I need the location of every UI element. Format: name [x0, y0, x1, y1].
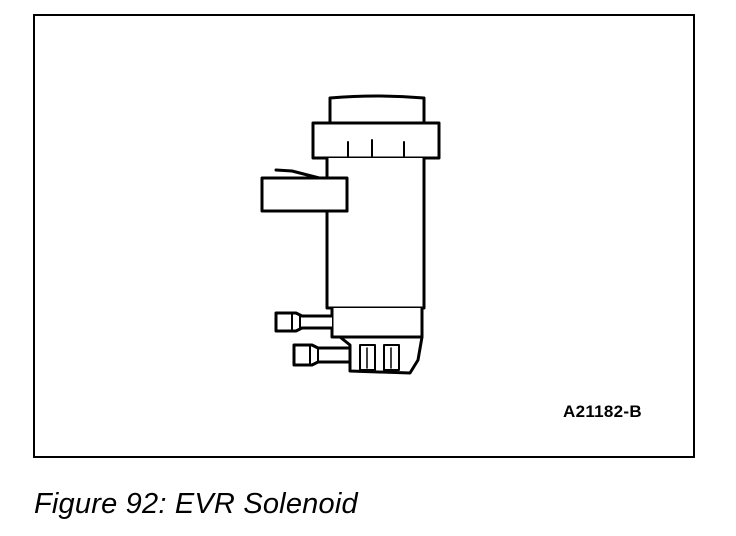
solenoid-base	[330, 306, 424, 339]
figure-reference-code: A21182-B	[563, 402, 642, 421]
vacuum-port-upper	[274, 311, 334, 333]
electrical-connector	[338, 335, 424, 375]
mounting-bracket	[260, 168, 349, 213]
vacuum-port-lower	[292, 343, 352, 367]
solenoid-cap	[328, 94, 426, 125]
figure-caption: Figure 92: EVR Solenoid	[34, 488, 358, 520]
solenoid-collar	[311, 121, 441, 160]
